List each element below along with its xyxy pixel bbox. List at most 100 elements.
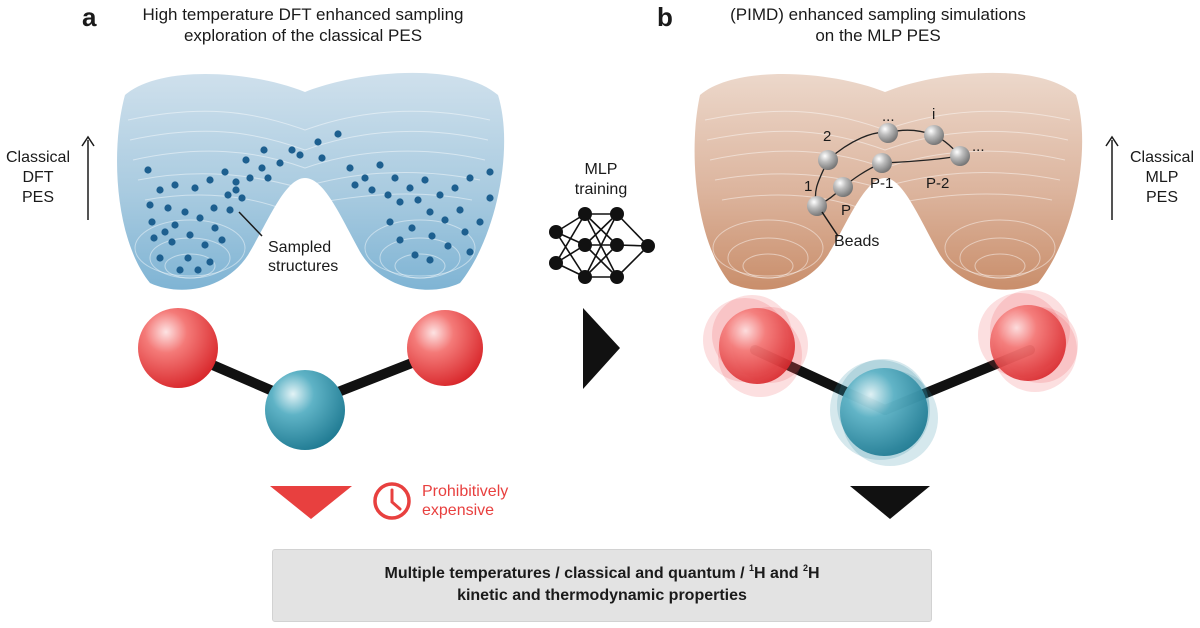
sampled-point (351, 181, 359, 189)
molecule-quantum (703, 290, 1078, 466)
sampled-point (421, 176, 429, 184)
sampled-point (232, 186, 240, 194)
ring-polymer (807, 123, 970, 216)
sampled-structures-label: Sampled structures (268, 239, 339, 275)
sampled-point (211, 224, 219, 232)
sampled-point (181, 208, 189, 216)
sampled-point (206, 176, 214, 184)
sampled-point (194, 266, 202, 274)
sampled-point (146, 201, 154, 209)
sampled-point (426, 208, 434, 216)
panel-a-heading: High temperature DFT enhanced sampling e… (142, 5, 464, 45)
summary-text-c: H (807, 565, 820, 582)
sampled-point (144, 166, 152, 174)
sampled-point (264, 174, 272, 182)
sampled-pointer-line (238, 211, 263, 237)
sampled-point (242, 156, 250, 164)
mlp-training-label: MLP training (574, 161, 628, 198)
summary-sup-1: 1 (749, 563, 755, 573)
bead (807, 196, 827, 216)
sampled-point (171, 181, 179, 189)
pes-surface-dft (117, 72, 505, 290)
sampled-point (346, 164, 354, 172)
sampled-point (260, 146, 268, 154)
sampled-point (428, 232, 436, 240)
sampled-point (414, 196, 422, 204)
sampled-point (396, 198, 404, 206)
sampled-point (224, 191, 232, 199)
sampled-point (426, 256, 434, 264)
bead (950, 146, 970, 166)
nn-edge (584, 213, 618, 278)
nn-edge (584, 213, 618, 246)
bead-label-1: 1 (804, 178, 813, 195)
bead (924, 125, 944, 145)
sampled-point (486, 168, 494, 176)
right-arrow (583, 308, 620, 389)
bead-label-dots-top: ... (882, 108, 895, 125)
sampled-point (196, 214, 204, 222)
bead-label-p: P (841, 202, 852, 219)
classical-dft-pes-arrow (81, 135, 95, 220)
sampled-point (386, 218, 394, 226)
sampled-point (288, 146, 296, 154)
black-down-arrow (850, 486, 930, 519)
nn-edge (616, 213, 649, 247)
sampled-point (406, 184, 414, 192)
sampled-point (171, 221, 179, 229)
clock-icon (373, 482, 411, 520)
sampled-point (384, 191, 392, 199)
nn-edge (555, 213, 586, 264)
nn-edge (616, 245, 649, 278)
sampled-point (466, 174, 474, 182)
panel-b-heading: (PIMD) enhanced sampling simulations on … (730, 5, 1026, 45)
summary-text-a: Multiple temperatures / classical and qu… (384, 565, 750, 582)
sampled-point (218, 236, 226, 244)
bead-label-p-1: P-1 (870, 175, 894, 192)
sampled-point (391, 174, 399, 182)
sampled-point (161, 228, 169, 236)
sampled-point (148, 218, 156, 226)
central-atom (265, 370, 345, 450)
bead-label-i: i (932, 106, 936, 123)
sampled-point (191, 184, 199, 192)
summary-sup-2: 2 (802, 563, 808, 573)
pes-surface-mlp (694, 72, 1083, 290)
sampled-point (361, 174, 369, 182)
sampled-point (456, 206, 464, 214)
sampled-point (486, 194, 494, 202)
summary-box: Multiple temperatures / classical and qu… (272, 549, 932, 622)
bead (872, 153, 892, 173)
sampled-point (376, 161, 384, 169)
sampled-point (168, 238, 176, 246)
nn-edge (584, 244, 618, 278)
sampled-structure-points (144, 130, 494, 274)
sampled-point (232, 178, 240, 186)
sampled-point (258, 164, 266, 172)
sampled-point (156, 186, 164, 194)
sampled-point (436, 191, 444, 199)
sampled-point (201, 241, 209, 249)
prohibitively-expensive-label: Prohibitively expensive (422, 483, 509, 519)
sampled-point (408, 224, 416, 232)
classical-mlp-pes-label: Classical MLP PES (1129, 149, 1194, 206)
classical-mlp-pes-arrow (1105, 135, 1119, 220)
sampled-point (334, 130, 342, 138)
sampled-point (441, 216, 449, 224)
summary-line-2: kinetic and thermodynamic properties (457, 587, 747, 604)
sampled-point (238, 194, 246, 202)
sampled-point (444, 242, 452, 250)
bead (878, 123, 898, 143)
sampled-point (368, 186, 376, 194)
sampled-point (226, 206, 234, 214)
beads-label: Beads (834, 233, 880, 250)
bead-label-dots-right: ... (972, 138, 985, 155)
sampled-point (186, 231, 194, 239)
summary-line-1: Multiple temperatures / classical and qu… (273, 563, 931, 585)
sampled-point (296, 151, 304, 159)
sampled-point (466, 248, 474, 256)
oxygen-atom-right (407, 310, 483, 386)
sampled-point (150, 234, 158, 242)
sampled-point (451, 184, 459, 192)
